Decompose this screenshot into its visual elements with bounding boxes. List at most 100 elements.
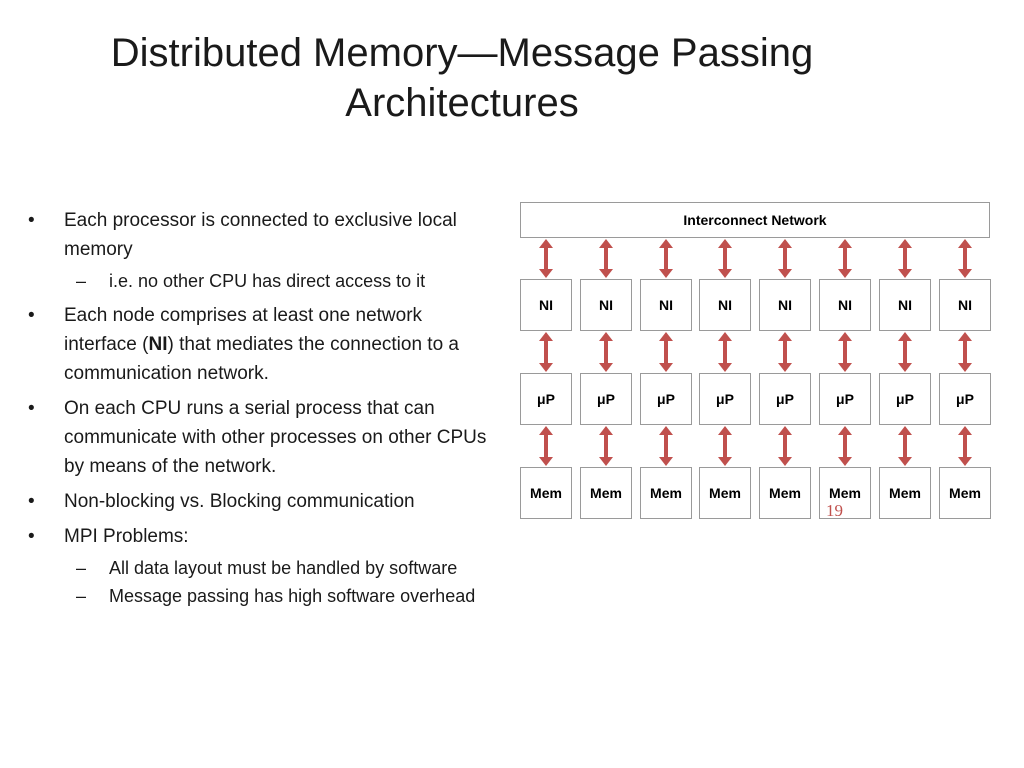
double-arrow-icon xyxy=(659,239,673,278)
bullet-item: • Each processor is connected to exclusi… xyxy=(28,206,496,295)
bullet-text-bold: NI xyxy=(148,334,168,355)
processor-box-label: μP xyxy=(716,391,734,407)
memory-box: Mem xyxy=(819,467,871,519)
ni-box-label: NI xyxy=(958,297,972,313)
double-arrow-icon xyxy=(599,426,613,466)
processor-box-label: μP xyxy=(657,391,675,407)
sub-bullet-list: – i.e. no other CPU has direct access to… xyxy=(64,267,496,295)
memory-box: Mem xyxy=(640,467,692,519)
interconnect-network-box: Interconnect Network xyxy=(520,202,990,238)
memory-box: Mem xyxy=(699,467,751,519)
double-arrow-icon xyxy=(838,332,852,372)
double-arrow-icon xyxy=(838,426,852,466)
memory-box: Mem xyxy=(580,467,632,519)
processor-box: μP xyxy=(580,373,632,425)
memory-box-label: Mem xyxy=(590,485,622,501)
memory-box-label: Mem xyxy=(769,485,801,501)
double-arrow-icon xyxy=(898,332,912,372)
ni-box: NI xyxy=(879,279,931,331)
sub-bullet-list: – All data layout must be handled by sof… xyxy=(64,554,496,610)
processor-box: μP xyxy=(939,373,991,425)
ni-box: NI xyxy=(520,279,572,331)
ni-box-label: NI xyxy=(718,297,732,313)
sub-bullet-text: Message passing has high software overhe… xyxy=(109,586,476,606)
double-arrow-icon xyxy=(539,239,553,278)
bullet-marker: • xyxy=(28,210,35,231)
bullet-text: On each CPU runs a serial process that c… xyxy=(64,398,487,477)
ni-box: NI xyxy=(819,279,871,331)
ni-box-label: NI xyxy=(778,297,792,313)
ni-box: NI xyxy=(640,279,692,331)
ni-box: NI xyxy=(939,279,991,331)
processor-box-label: μP xyxy=(836,391,854,407)
title-line-1: Distributed Memory—Message Passing xyxy=(110,31,814,75)
double-arrow-icon xyxy=(898,426,912,466)
title-line-2: Architectures xyxy=(345,81,579,125)
ni-box: NI xyxy=(759,279,811,331)
sub-bullet-marker: – xyxy=(76,586,87,606)
bullet-marker: • xyxy=(28,305,35,326)
bullet-text-before: Each node comprises at least one network… xyxy=(64,305,423,355)
double-arrow-icon xyxy=(778,426,792,466)
interconnect-network-label: Interconnect Network xyxy=(683,212,827,228)
sub-bullet-marker: – xyxy=(76,558,87,578)
double-arrow-icon xyxy=(659,332,673,372)
bullet-marker: • xyxy=(28,526,35,547)
sub-bullet-item: – i.e. no other CPU has direct access to… xyxy=(64,267,496,295)
bullet-text: MPI Problems: xyxy=(64,526,189,547)
processor-box-label: μP xyxy=(896,391,914,407)
double-arrow-icon xyxy=(838,239,852,278)
sub-bullet-item: – All data layout must be handled by sof… xyxy=(64,554,496,582)
processor-box: μP xyxy=(520,373,572,425)
memory-box-label: Mem xyxy=(530,485,562,501)
page-number: 19 xyxy=(826,501,843,520)
ni-box-label: NI xyxy=(838,297,852,313)
ni-box-label: NI xyxy=(659,297,673,313)
double-arrow-icon xyxy=(778,239,792,278)
sub-bullet-text: i.e. no other CPU has direct access to i… xyxy=(109,271,426,291)
double-arrow-icon xyxy=(718,426,732,466)
double-arrow-icon xyxy=(958,332,972,372)
processor-box-label: μP xyxy=(597,391,615,407)
ni-box-label: NI xyxy=(898,297,912,313)
slide-title: Distributed Memory—Message Passing Archi… xyxy=(40,28,884,128)
bullet-item: • On each CPU runs a serial process that… xyxy=(28,394,496,481)
bullet-text-after: ) that mediates the connection to a comm… xyxy=(64,334,459,384)
double-arrow-icon xyxy=(659,426,673,466)
bullet-marker: • xyxy=(28,491,35,512)
bullet-list: • Each processor is connected to exclusi… xyxy=(28,206,496,610)
double-arrow-icon xyxy=(539,332,553,372)
memory-box-label: Mem xyxy=(829,485,861,501)
double-arrow-icon xyxy=(599,239,613,278)
processor-box-label: μP xyxy=(537,391,555,407)
double-arrow-icon xyxy=(898,239,912,278)
double-arrow-icon xyxy=(958,426,972,466)
double-arrow-icon xyxy=(958,239,972,278)
sub-bullet-text: All data layout must be handled by softw… xyxy=(109,558,458,578)
memory-box: Mem xyxy=(520,467,572,519)
memory-box: Mem xyxy=(879,467,931,519)
memory-box-label: Mem xyxy=(650,485,682,501)
bullet-item: • Each node comprises at least one netwo… xyxy=(28,301,496,388)
bullet-text: Non-blocking vs. Blocking communication xyxy=(64,491,415,512)
double-arrow-icon xyxy=(539,426,553,466)
bullet-marker: • xyxy=(28,398,35,419)
memory-box-label: Mem xyxy=(709,485,741,501)
memory-box-label: Mem xyxy=(889,485,921,501)
memory-box: Mem xyxy=(939,467,991,519)
processor-box: μP xyxy=(640,373,692,425)
processor-box-label: μP xyxy=(956,391,974,407)
ni-box: NI xyxy=(580,279,632,331)
processor-box-label: μP xyxy=(776,391,794,407)
double-arrow-icon xyxy=(599,332,613,372)
processor-box: μP xyxy=(819,373,871,425)
processor-box: μP xyxy=(879,373,931,425)
memory-box-label: Mem xyxy=(949,485,981,501)
processor-box: μP xyxy=(699,373,751,425)
double-arrow-icon xyxy=(778,332,792,372)
processor-box: μP xyxy=(759,373,811,425)
ni-box-label: NI xyxy=(599,297,613,313)
ni-box: NI xyxy=(699,279,751,331)
ni-box-label: NI xyxy=(539,297,553,313)
sub-bullet-marker: – xyxy=(76,271,87,291)
